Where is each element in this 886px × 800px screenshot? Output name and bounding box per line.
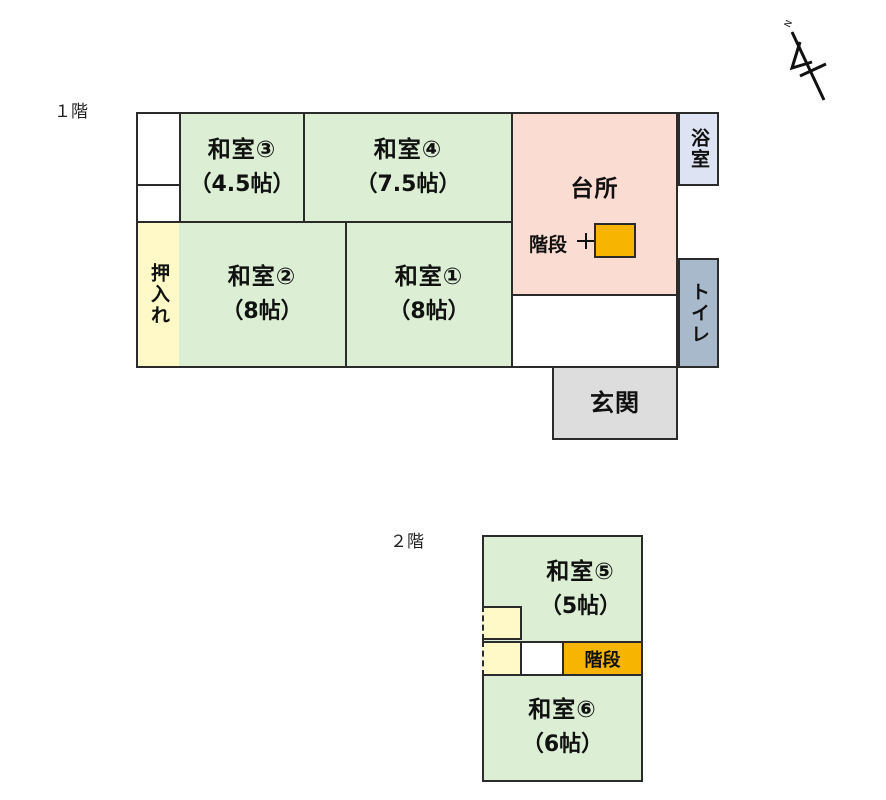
compass-label: N (783, 19, 795, 29)
room-washitsu-1: 和室① （8帖） (345, 221, 513, 368)
room-washitsu-1-name: 和室① (394, 263, 464, 290)
room-washitsu-2-size: （8帖） (221, 298, 303, 324)
hallway (511, 294, 678, 368)
closet: 押入れ (136, 221, 181, 368)
room-toilet-name: トイレ (688, 281, 710, 345)
stairs-floor1 (594, 223, 636, 258)
room-washitsu-2: 和室② （8帖） (179, 221, 347, 368)
floor1-label: １階 (54, 102, 88, 122)
room-toilet: トイレ (678, 258, 719, 368)
room-washitsu-3-name: 和室③ (207, 136, 277, 163)
room-bath-name: 浴室 (688, 128, 710, 170)
north-arrow-icon: N (783, 19, 827, 101)
stairs-floor2: 階段 (562, 641, 643, 676)
room-kitchen-name: 台所 (570, 176, 619, 202)
landing-floor2 (520, 641, 564, 676)
room-entrance-name: 玄関 (590, 389, 640, 417)
floor2-label: ２階 (390, 532, 424, 552)
room-kitchen: 台所 (511, 112, 678, 296)
room-washitsu-6: 和室⑥ （6帖） (482, 674, 643, 782)
room-washitsu-6-size: （6帖） (521, 732, 604, 757)
room-washitsu-1-size: （8帖） (388, 298, 470, 324)
room-washitsu-4-size: （7.5帖） (355, 171, 461, 197)
room-washitsu-3-size: （4.5帖） (189, 171, 295, 197)
room-washitsu-5-name: 和室⑤ (546, 559, 615, 585)
room-washitsu-6-name: 和室⑥ (528, 697, 597, 723)
closet-floor2-upper (482, 606, 522, 640)
room-washitsu-2-name: 和室② (227, 263, 297, 290)
stairs-label-floor1: 階段 (529, 234, 568, 256)
room-bath: 浴室 (678, 112, 719, 186)
stairs-label-floor2: 階段 (584, 649, 621, 671)
storage-upper (136, 112, 181, 186)
storage-lower (136, 184, 181, 223)
closet-floor2-lower (482, 641, 522, 676)
stairs-pointer-tick (585, 233, 587, 249)
room-washitsu-4: 和室④ （7.5帖） (303, 112, 513, 223)
room-entrance: 玄関 (552, 366, 678, 440)
room-washitsu-5-size: （5帖） (539, 594, 622, 619)
room-washitsu-3: 和室③ （4.5帖） (179, 112, 305, 223)
closet-label: 押入れ (148, 263, 170, 326)
room-washitsu-4-name: 和室④ (373, 136, 443, 163)
